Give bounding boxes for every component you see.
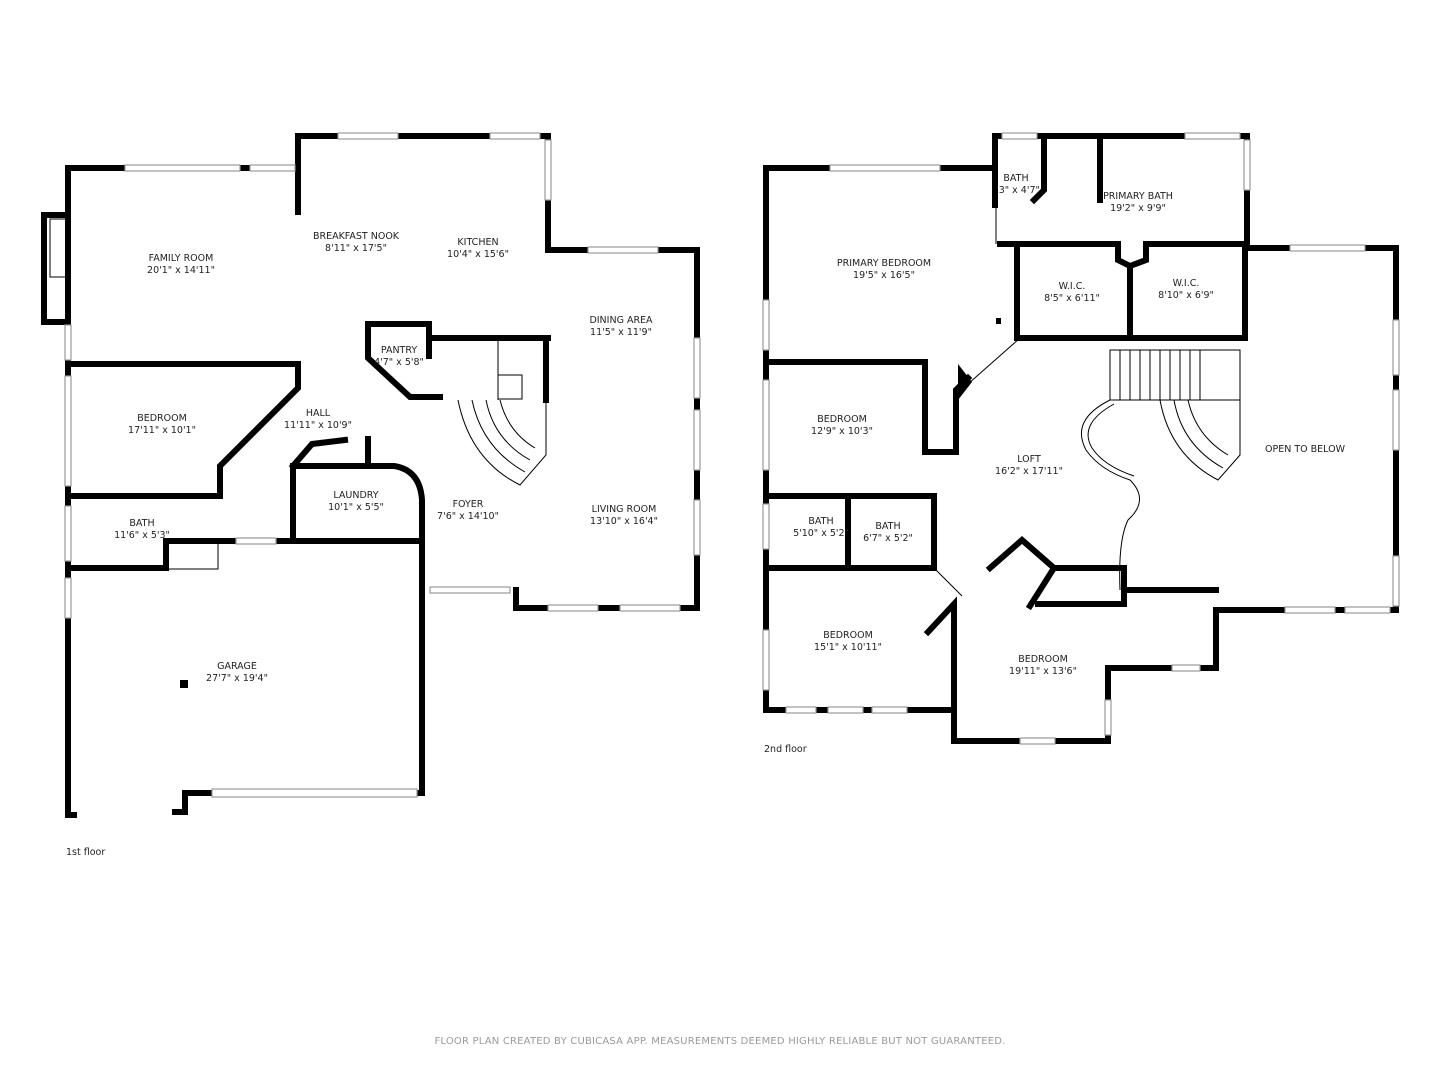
room-name: FOYER bbox=[453, 499, 484, 510]
room-name: BATH bbox=[129, 518, 154, 529]
room-name: BREAKFAST NOOK bbox=[313, 231, 400, 242]
room-dimensions: 11'11" x 10'9" bbox=[284, 420, 352, 431]
room-dimensions: 20'1" x 14'11" bbox=[147, 265, 215, 276]
room-name: DINING AREA bbox=[589, 315, 653, 326]
room-name: BATH bbox=[1003, 173, 1028, 184]
room-name: OPEN TO BELOW bbox=[1265, 444, 1346, 455]
first-floor-plan: FAMILY ROOM 20'1" x 14'11" BREAKFAST NOO… bbox=[41, 132, 701, 818]
room-name: PRIMARY BEDROOM bbox=[837, 258, 931, 269]
room-dimensions: 16'2" x 17'11" bbox=[995, 466, 1063, 477]
room-dimensions: 11'6" x 5'3" bbox=[114, 530, 170, 541]
room-dimensions: 6'7" x 5'2" bbox=[863, 533, 913, 544]
room-dimensions: 19'2" x 9'9" bbox=[1110, 203, 1166, 214]
room-dimensions: 12'9" x 10'3" bbox=[811, 426, 873, 437]
garage-post-icon bbox=[180, 680, 188, 688]
room-name: GARAGE bbox=[217, 661, 257, 672]
second-floor-plan: BATH '3" x 4'7" PRIMARY BATH 19'2" x 9'9… bbox=[762, 132, 1400, 745]
room-dimensions: 4'7" x 5'8" bbox=[374, 357, 424, 368]
room-dimensions: 5'10" x 5'2" bbox=[793, 528, 849, 539]
room-dimensions: 7'6" x 14'10" bbox=[437, 511, 499, 522]
first-floor-label: 1st floor bbox=[66, 847, 106, 858]
room-name: FAMILY ROOM bbox=[149, 253, 214, 264]
room-name: BATH bbox=[808, 516, 833, 527]
first-floor-windows bbox=[64, 132, 701, 798]
room-name: BEDROOM bbox=[137, 413, 187, 424]
room-dimensions: 11'5" x 11'9" bbox=[590, 327, 652, 338]
second-floor-label: 2nd floor bbox=[764, 744, 807, 755]
room-name: BATH bbox=[875, 521, 900, 532]
footer-disclaimer: FLOOR PLAN CREATED BY CUBICASA APP. MEAS… bbox=[434, 1036, 1006, 1047]
room-name: BEDROOM bbox=[823, 630, 873, 641]
room-name: W.I.C. bbox=[1173, 278, 1200, 289]
room-name: BEDROOM bbox=[817, 414, 867, 425]
second-floor-stairs bbox=[933, 205, 1241, 597]
room-dimensions: 10'4" x 15'6" bbox=[447, 249, 509, 260]
room-dimensions: 8'10" x 6'9" bbox=[1158, 290, 1214, 301]
room-dimensions: '3" x 4'7" bbox=[996, 185, 1040, 196]
room-dimensions: 19'11" x 13'6" bbox=[1009, 666, 1077, 677]
room-dimensions: 17'11" x 10'1" bbox=[128, 425, 196, 436]
room-name: LAUNDRY bbox=[333, 490, 378, 501]
room-dimensions: 8'5" x 6'11" bbox=[1044, 293, 1100, 304]
room-name: KITCHEN bbox=[457, 237, 498, 248]
room-name: PRIMARY BATH bbox=[1103, 191, 1173, 202]
second-floor-room-labels: BATH '3" x 4'7" PRIMARY BATH 19'2" x 9'9… bbox=[793, 173, 1346, 677]
room-dimensions: 19'5" x 16'5" bbox=[853, 270, 915, 281]
room-name: LIVING ROOM bbox=[592, 504, 657, 515]
room-dimensions: 8'11" x 17'5" bbox=[325, 243, 387, 254]
room-dimensions: 15'1" x 10'11" bbox=[814, 642, 882, 653]
room-name: BEDROOM bbox=[1018, 654, 1068, 665]
room-name: LOFT bbox=[1017, 454, 1041, 465]
first-floor-stairs bbox=[167, 338, 547, 570]
room-dimensions: 13'10" x 16'4" bbox=[590, 516, 658, 527]
room-name: W.I.C. bbox=[1059, 281, 1086, 292]
room-name: HALL bbox=[306, 408, 331, 419]
room-dimensions: 27'7" x 19'4" bbox=[206, 673, 268, 684]
room-name: PANTRY bbox=[381, 345, 418, 356]
room-dimensions: 10'1" x 5'5" bbox=[328, 502, 384, 513]
first-floor-room-labels: FAMILY ROOM 20'1" x 14'11" BREAKFAST NOO… bbox=[114, 231, 658, 684]
second-floor-windows bbox=[762, 132, 1400, 745]
